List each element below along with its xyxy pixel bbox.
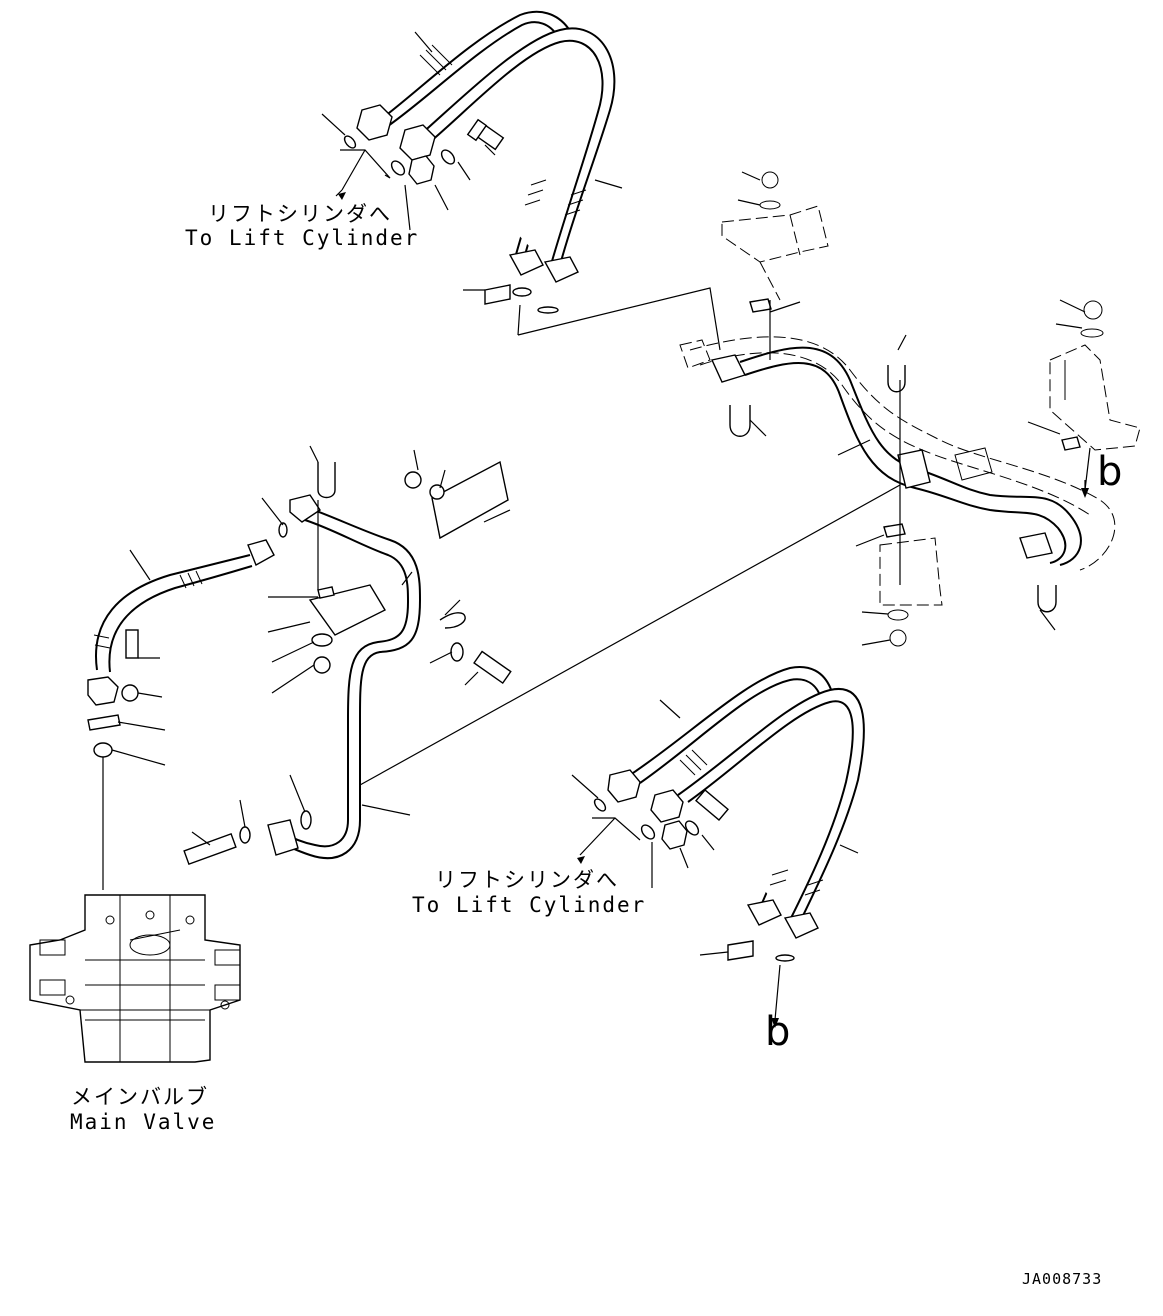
lift-cylinder-bottom-label-jp: リフトシリンダへ [435, 868, 619, 892]
left-hose-tube [87, 445, 901, 890]
main-valve-label-en: Main Valve [70, 1110, 217, 1134]
lift-cylinder-top-label-en: To Lift Cylinder [185, 226, 420, 250]
reference-b-bottom: b [765, 1009, 791, 1055]
reference-b-right: b [1097, 449, 1123, 495]
drawing-code: JA008733 [1022, 1270, 1103, 1288]
main-valve [29, 894, 241, 1063]
right-tube-assembly [679, 171, 1141, 647]
bottom-hose-pair [571, 665, 865, 1021]
lift-cylinder-top-label-jp: リフトシリンダへ [208, 202, 392, 226]
main-valve-label-jp: メインバルブ [71, 1085, 209, 1109]
lift-cylinder-bottom-label-en: To Lift Cylinder [412, 893, 647, 917]
top-hose-pair [321, 10, 721, 351]
direction-arrows [335, 189, 1089, 1028]
